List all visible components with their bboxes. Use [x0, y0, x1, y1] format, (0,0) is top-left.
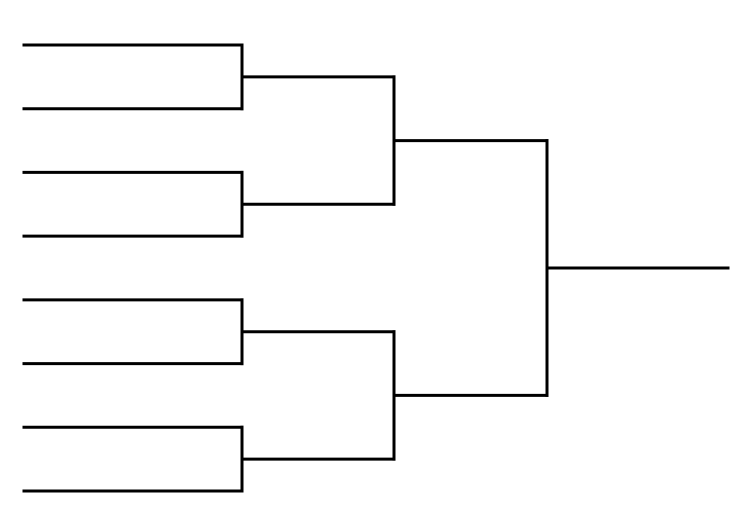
bracket-lines [22, 43, 730, 493]
